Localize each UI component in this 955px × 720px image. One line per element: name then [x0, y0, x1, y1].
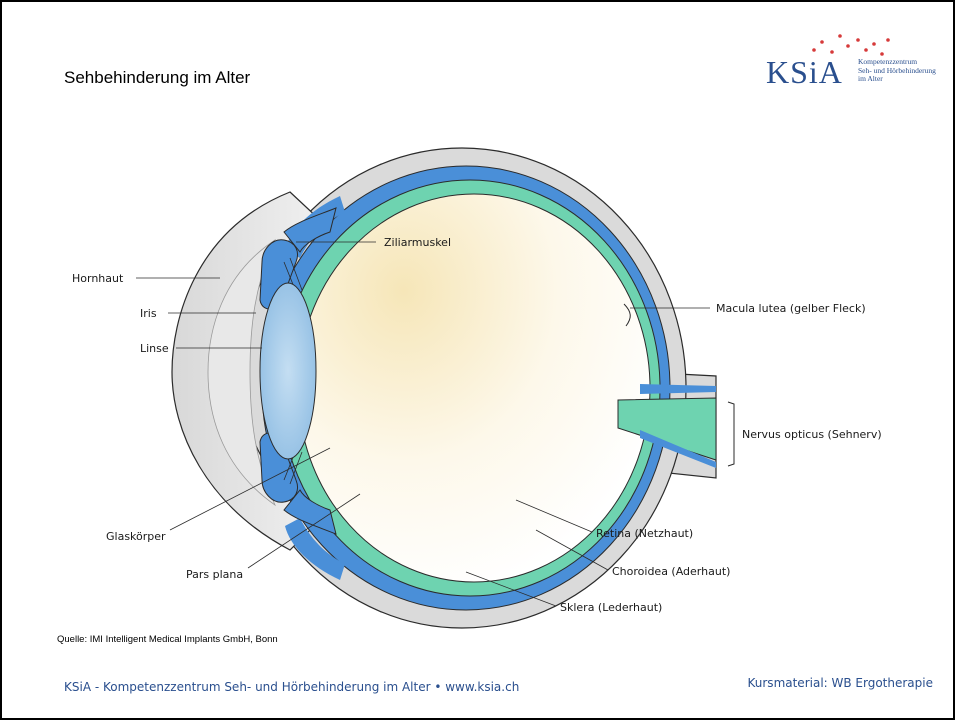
footer-right: Kursmaterial: WB Ergotherapie [748, 676, 934, 690]
label-hornhaut: Hornhaut [72, 272, 124, 285]
label-retina: Retina (Netzhaut) [596, 527, 693, 540]
label-nervus: Nervus opticus (Sehnerv) [742, 428, 882, 441]
label-pars-plana: Pars plana [186, 568, 243, 581]
footer-left: KSiA - Kompetenzzentrum Seh- und Hörbehi… [64, 680, 519, 694]
source-note: Quelle: IMI Intelligent Medical Implants… [57, 634, 278, 645]
label-iris: Iris [140, 307, 157, 320]
lens-shape [260, 283, 316, 459]
label-sklera: Sklera (Lederhaut) [560, 601, 662, 614]
label-choroidea: Choroidea (Aderhaut) [612, 565, 730, 578]
vitreous-body-shape [298, 194, 650, 582]
label-glaskoerper: Glaskörper [106, 530, 166, 543]
nerve-bracket [728, 402, 734, 466]
label-ziliarmuskel: Ziliarmuskel [384, 236, 451, 249]
label-macula: Macula lutea (gelber Fleck) [716, 302, 866, 315]
label-linse: Linse [140, 342, 169, 355]
